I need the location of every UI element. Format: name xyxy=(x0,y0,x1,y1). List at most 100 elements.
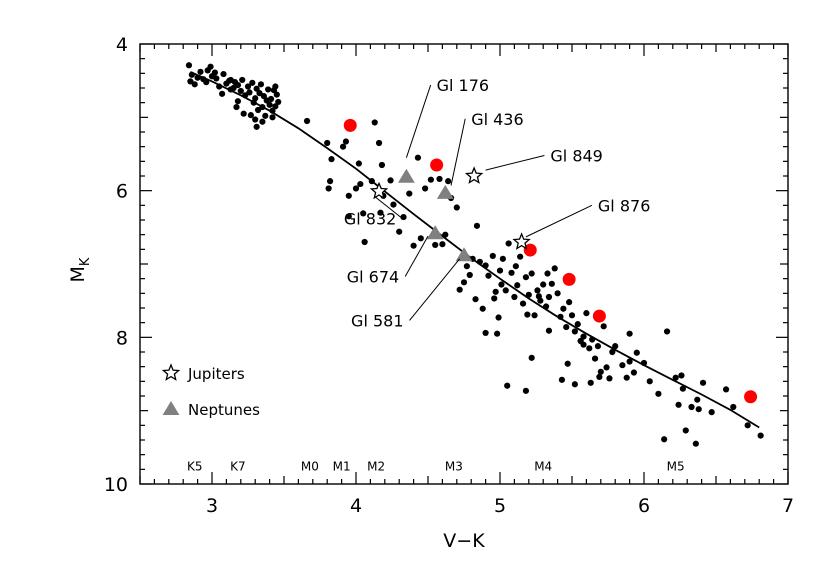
stars-point xyxy=(528,354,535,361)
red-point xyxy=(562,272,576,286)
y-tick-label: 4 xyxy=(116,34,128,56)
stars-point xyxy=(548,280,555,287)
annotation-leader xyxy=(409,258,461,321)
stars-point xyxy=(545,327,553,334)
stars-point xyxy=(485,272,492,279)
stars-point xyxy=(328,156,335,163)
stars-point xyxy=(482,262,489,269)
stars-point xyxy=(211,69,218,76)
stars-point xyxy=(522,387,530,394)
stars-point xyxy=(566,299,573,306)
stars-point xyxy=(544,270,551,277)
y-tick-label: 10 xyxy=(104,474,128,496)
stars-point xyxy=(203,79,210,86)
stars-point xyxy=(494,330,501,337)
stars-point xyxy=(375,139,383,147)
spectral-type-label: M5 xyxy=(667,460,685,474)
stars-point xyxy=(633,349,640,356)
stars-point xyxy=(619,362,626,369)
stars-point xyxy=(517,253,524,260)
stars-point xyxy=(508,269,515,276)
stars-point xyxy=(534,287,541,294)
stars-point xyxy=(499,255,506,262)
stars-point xyxy=(519,300,527,307)
stars-point xyxy=(345,213,352,220)
legend-label: Neptunes xyxy=(188,401,260,419)
stars-point xyxy=(498,281,505,288)
stars-point xyxy=(679,385,686,392)
neptune-point xyxy=(426,225,444,240)
stars-point xyxy=(479,305,486,312)
y-axis-title-main: M xyxy=(67,266,89,282)
stars-point xyxy=(505,240,512,247)
stars-point xyxy=(626,330,633,337)
annotation-label: Gl 674 xyxy=(347,267,399,286)
stars-point xyxy=(436,175,443,183)
y-tick-label: 8 xyxy=(116,327,128,349)
stars-point xyxy=(663,328,671,335)
stars-point xyxy=(387,177,394,184)
stars-point xyxy=(708,409,715,416)
stars-point xyxy=(554,290,561,297)
stars-point xyxy=(417,235,424,242)
stars-point xyxy=(249,79,256,86)
annotation-leader xyxy=(405,84,432,158)
stars-point xyxy=(227,86,234,93)
x-tick-label: 3 xyxy=(206,495,218,517)
stars-point xyxy=(514,282,521,289)
red-point xyxy=(592,309,606,323)
stars-point xyxy=(564,360,571,367)
stars-point xyxy=(563,323,570,331)
stars-point xyxy=(496,267,504,274)
red-point xyxy=(744,390,758,404)
stars-point xyxy=(237,87,244,95)
stars-point xyxy=(197,68,204,75)
stars-point xyxy=(512,263,519,270)
stars-point xyxy=(456,286,463,293)
stars-point xyxy=(188,71,195,78)
jupiter-point xyxy=(369,181,389,200)
stars-point xyxy=(240,110,247,117)
stars-point xyxy=(253,123,260,130)
stars-point xyxy=(587,379,594,386)
stars-point xyxy=(596,373,603,381)
stars-point xyxy=(352,185,360,192)
x-tick-label: 5 xyxy=(494,495,506,517)
stars-point xyxy=(580,333,587,340)
x-tick-label: 7 xyxy=(782,495,794,517)
stars-point xyxy=(233,103,240,111)
stars-point xyxy=(427,176,434,183)
spectral-type-label: M3 xyxy=(445,460,463,474)
points-layer xyxy=(185,62,764,447)
y-axis-title-sub: K xyxy=(78,257,93,266)
axis-ticks xyxy=(139,43,789,485)
stars-point xyxy=(583,310,590,317)
stars-point xyxy=(246,89,253,96)
stars-point xyxy=(542,303,550,310)
annotation-label: Gl 849 xyxy=(550,146,602,165)
stars-point xyxy=(432,241,439,249)
stars-point xyxy=(272,103,279,110)
spectral-type-label: M2 xyxy=(367,460,385,474)
stars-point xyxy=(682,427,689,434)
stars-point xyxy=(406,190,413,197)
stars-point xyxy=(303,117,311,125)
stars-point xyxy=(744,422,751,429)
stars-point xyxy=(574,321,581,328)
stars-point xyxy=(442,231,449,238)
annotation-leader xyxy=(404,235,429,277)
stars-point xyxy=(551,265,558,272)
stars-point xyxy=(463,263,470,270)
stars-point xyxy=(522,274,530,281)
stars-point xyxy=(545,293,553,301)
stars-point xyxy=(325,185,332,192)
stars-point xyxy=(445,178,452,185)
spectral-type-label: M1 xyxy=(333,460,351,474)
stars-point xyxy=(234,81,242,89)
stars-point xyxy=(390,201,397,208)
stars-point xyxy=(571,328,578,335)
stars-point xyxy=(213,75,220,82)
